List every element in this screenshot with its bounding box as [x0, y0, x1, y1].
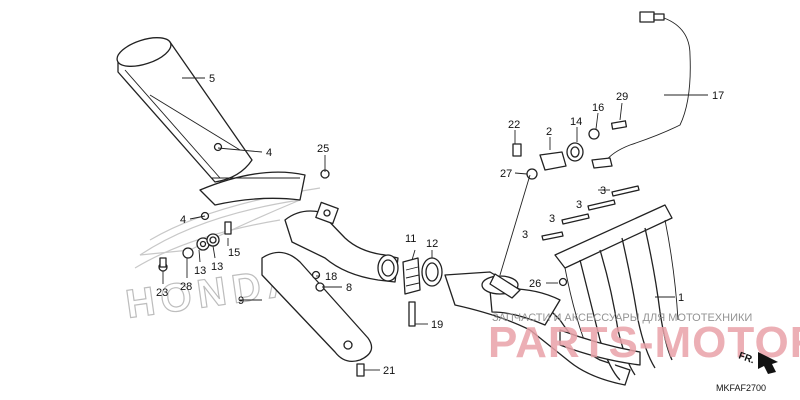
callout-25: 25: [317, 143, 329, 155]
callout-3-d: 3: [522, 229, 528, 241]
callout-14: 14: [570, 116, 582, 128]
joint-gaskets: [402, 257, 443, 327]
callout-4-top: 4: [266, 147, 272, 159]
callout-3-b: 3: [576, 199, 582, 211]
callout-15: 15: [228, 247, 240, 259]
muffler-part-5: [116, 37, 306, 221]
callout-28: 28: [180, 281, 192, 293]
callout-12: 12: [426, 238, 438, 250]
callout-1: 1: [678, 292, 684, 304]
watermark-site: PARTS-MOTOR.RU: [488, 318, 800, 367]
callout-23: 23: [156, 287, 168, 299]
muffler-hardware: [158, 169, 365, 377]
diagram-code: MKFAF2700: [716, 383, 766, 393]
callout-16: 16: [592, 102, 604, 114]
o2-sensor-part-17: [591, 11, 691, 169]
callout-3-c: 3: [549, 213, 555, 225]
joint-pipe: [284, 201, 399, 283]
front-label: FR.: [737, 350, 756, 366]
front-direction-arrow: [758, 352, 778, 374]
callout-29: 29: [616, 91, 628, 103]
leader-lines: [162, 77, 708, 371]
callout-13-left: 13: [194, 265, 206, 277]
sensor-hardware: [489, 120, 628, 299]
callout-22: 22: [508, 119, 520, 131]
callout-11: 11: [405, 233, 416, 245]
watermark-tagline: ЗАПЧАСТИ И АКСЕССУАРЫ ДЛЯ МОТОТЕХНИКИ: [492, 312, 752, 324]
callout-19: 19: [431, 319, 443, 331]
exhaust-pipe-part-1: [444, 204, 679, 386]
callout-3-a: 3: [600, 185, 606, 197]
stud-bolts-part-3: [541, 185, 640, 241]
heat-protector-part-9: [261, 251, 373, 363]
callout-5: 5: [209, 73, 215, 85]
callout-8: 8: [346, 282, 352, 294]
callout-26: 26: [529, 278, 541, 290]
callout-21: 21: [383, 365, 395, 377]
callout-27: 27: [500, 168, 512, 180]
callout-4-bottom: 4: [180, 214, 186, 226]
callout-17: 17: [712, 90, 724, 102]
callout-9: 9: [238, 295, 244, 307]
callout-numbers: 5 4 4 25 18 8 9 21 11 12 19 1 17 2 14 16…: [156, 73, 724, 377]
callout-18: 18: [325, 271, 337, 283]
callout-13-right: 13: [211, 261, 223, 273]
callout-2: 2: [546, 126, 552, 138]
